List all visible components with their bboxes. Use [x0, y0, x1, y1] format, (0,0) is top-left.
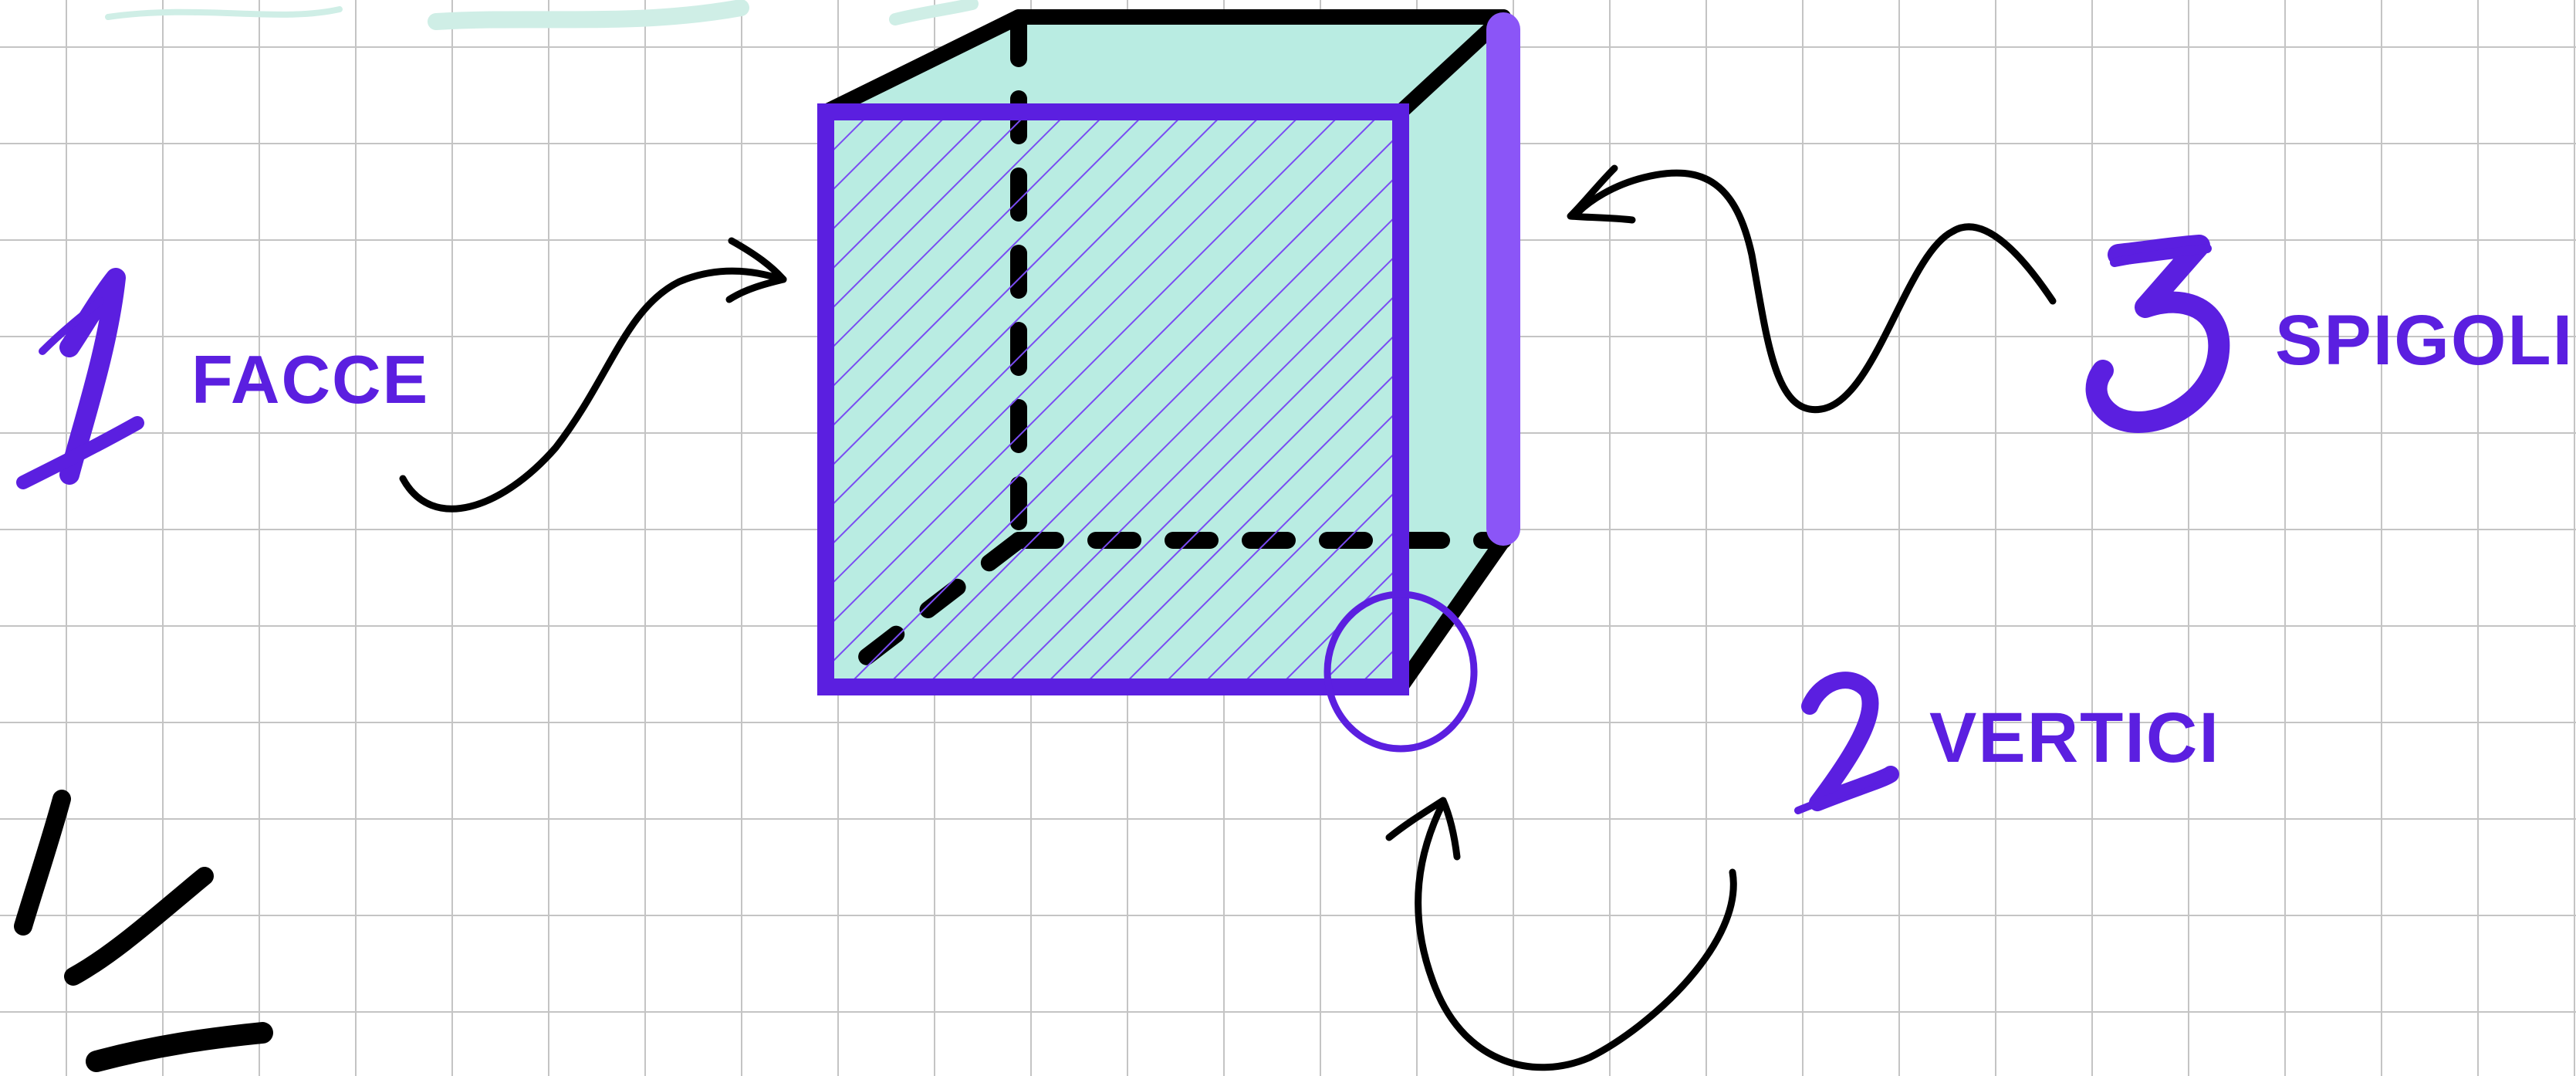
- vertex-highlight-circle: [1323, 590, 1478, 753]
- front-face-hatching: [826, 112, 1401, 687]
- spigoli-label: SPIGOLI: [2275, 301, 2574, 380]
- numeral-1-icon: [16, 268, 144, 489]
- arrow-to-face-icon: [399, 237, 787, 513]
- facce-label: FACCE: [191, 341, 430, 418]
- arrow-to-edge-icon: [1567, 164, 2057, 414]
- numeral-3-icon: [2085, 235, 2230, 433]
- decorative-brush-strokes: [105, 0, 979, 30]
- cube-top-face: [826, 17, 1503, 112]
- front-face-outline: [817, 103, 1409, 695]
- arrows: [399, 164, 2057, 1071]
- vertici-label: VERTICI: [1929, 699, 2220, 777]
- numeral-2-icon: [1794, 672, 1899, 814]
- decorative-black-brush-marks: [14, 790, 273, 1072]
- cube-right-face: [1401, 17, 1503, 687]
- numeral-glyphs: [16, 235, 2230, 814]
- arrow-to-vertex-icon: [1385, 797, 1737, 1071]
